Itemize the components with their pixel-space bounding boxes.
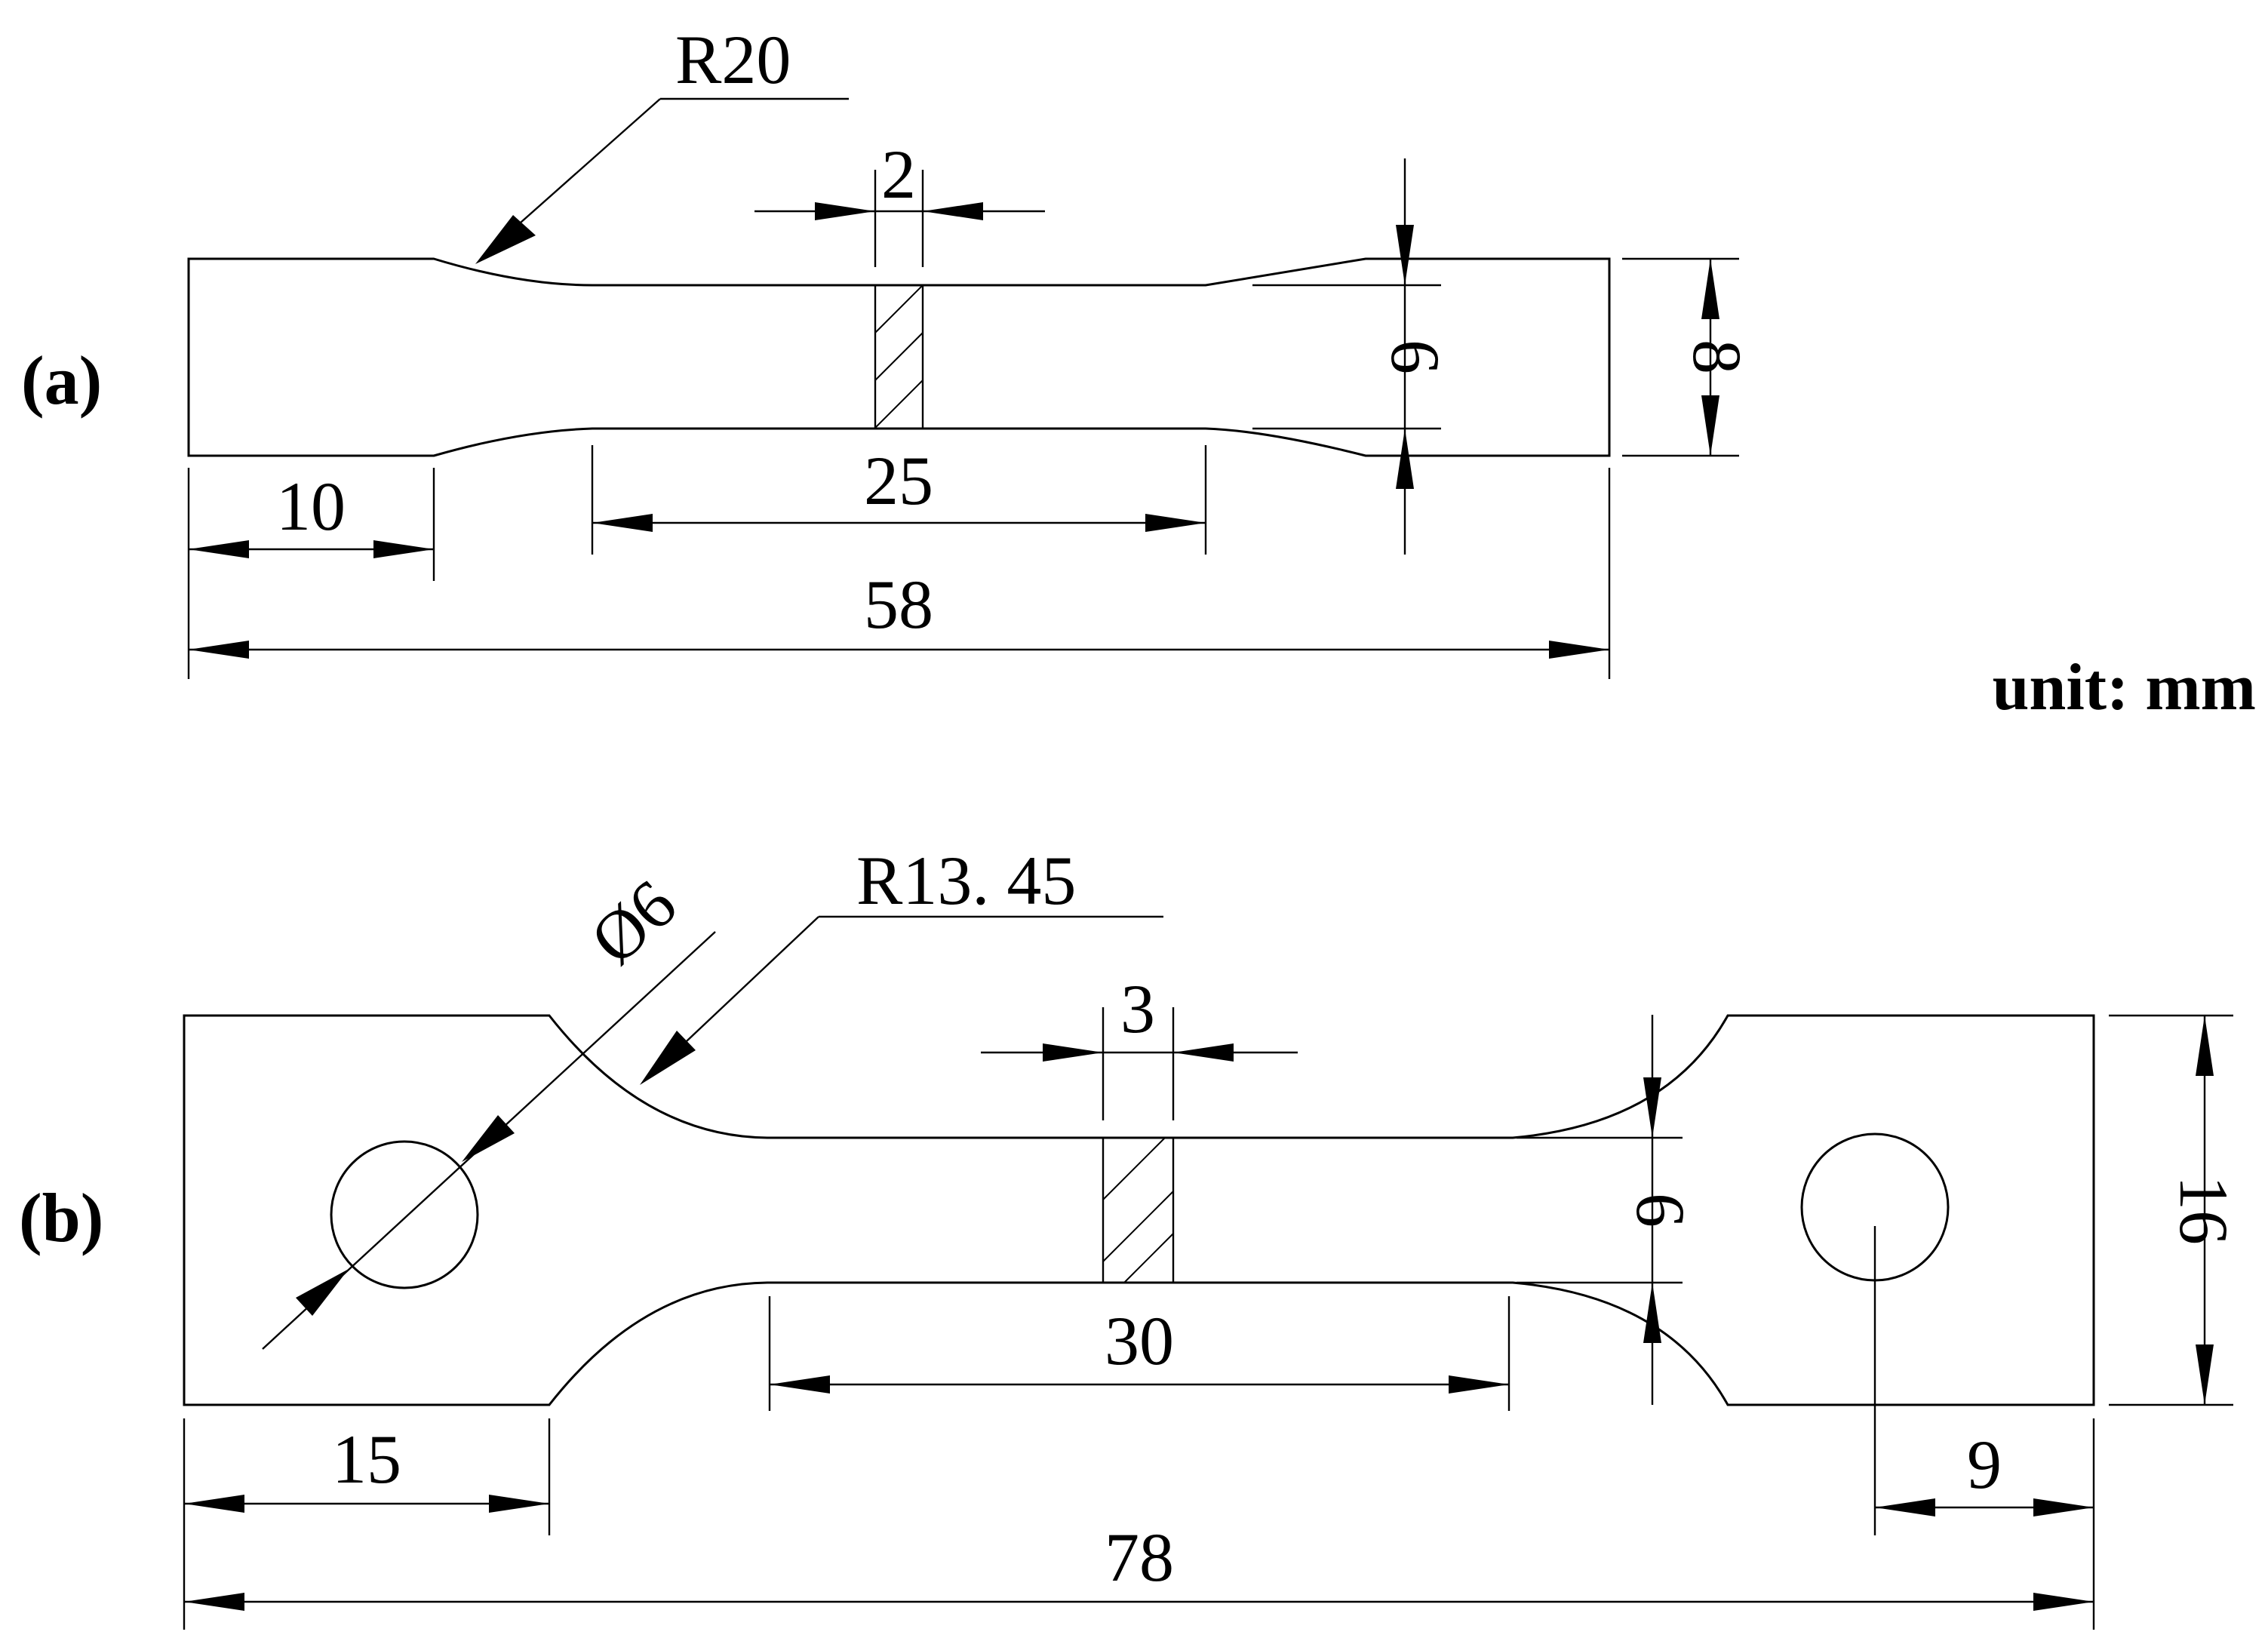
total-width-dim-a: 8 [1622, 257, 1756, 457]
gauge-length-dim-a: 25 [591, 442, 1207, 555]
hatch-section-a [874, 284, 924, 429]
radius-leader-a: R20 [475, 21, 849, 264]
gauge-width-dim-a: 6 [1252, 158, 1454, 555]
hole-left [330, 1140, 479, 1289]
hole-diameter-label-b: Ø6 [576, 865, 690, 979]
hatch-width-dim-b: 3 [981, 970, 1298, 1120]
gauge-width-label-b: 6 [1622, 1193, 1699, 1228]
total-length-dim-a: 58 [189, 468, 1611, 679]
total-width-label-b: 16 [2165, 1175, 2242, 1245]
grip-length-label-b: 15 [332, 1421, 401, 1498]
panel-b: (b) Ø6 R13. 45 [19, 842, 2242, 1630]
hole-offset-dim-b: 9 [1873, 1226, 2095, 1630]
hole-offset-label-b: 9 [1967, 1426, 2002, 1503]
gauge-length-label-a: 25 [864, 442, 933, 519]
panel-a-label: (a) [21, 342, 102, 419]
grip-length-dim-a: 10 [187, 468, 435, 679]
gauge-length-label-b: 30 [1105, 1302, 1174, 1379]
hatch-width-label-b: 3 [1120, 970, 1155, 1047]
panel-b-label: (b) [19, 1179, 103, 1256]
total-length-dim-b: 78 [184, 1519, 2094, 1611]
gauge-width-dim-b: 6 [1517, 1015, 1699, 1405]
specimen-b-outline [183, 1014, 2095, 1406]
total-width-dim-b: 16 [2109, 1014, 2242, 1406]
total-length-label-a: 58 [864, 566, 933, 643]
total-width-label-a: 8 [1679, 340, 1756, 374]
hatch-width-label-a: 2 [881, 136, 916, 213]
radius-label-a: R20 [675, 21, 791, 98]
total-length-label-b: 78 [1105, 1519, 1174, 1596]
grip-length-label-a: 10 [276, 468, 346, 545]
hatch-width-dim-a: 2 [754, 136, 1045, 267]
hole-diameter-leader-b: Ø6 [262, 865, 716, 1350]
specimen-a-outline [187, 257, 1611, 457]
gauge-length-dim-b: 30 [768, 1296, 1510, 1411]
radius-leader-b: R13. 45 [640, 842, 1163, 1085]
panel-a: (a) R20 2 [21, 21, 1756, 679]
grip-length-dim-b: 15 [183, 1418, 551, 1630]
hatch-section-b [1102, 1137, 1175, 1283]
unit-label: unit: mm [1992, 651, 2256, 724]
radius-label-b: R13. 45 [856, 842, 1076, 919]
gauge-width-label-a: 6 [1377, 340, 1454, 374]
